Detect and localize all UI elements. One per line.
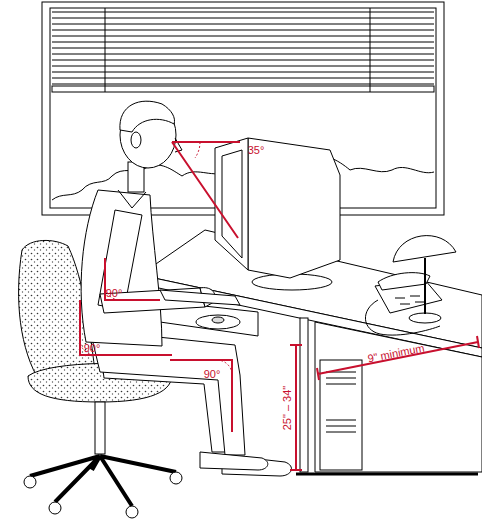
dimension-label: 25" – 34" [281,386,293,431]
monitor [215,138,340,290]
angle-label: 35° [248,144,265,156]
desk-foot [296,473,478,476]
desk-leg [300,318,308,472]
guide-lines [80,142,479,470]
angle-label: 90° [204,368,221,380]
lamp-stem [424,258,426,314]
knee-angle [170,360,232,432]
lamp-shade [393,236,456,262]
chair-base [30,456,176,506]
angle-label: 90° [84,342,101,354]
desk-panel [315,322,482,472]
monitor-screen [222,150,242,258]
caster [49,502,61,514]
hair [120,101,175,132]
monitor-housing [248,138,340,278]
caster [126,506,138,518]
phone-handset [378,273,430,290]
angle-arc [195,142,200,158]
torso [81,190,162,346]
ear [131,132,141,148]
blind-rail [52,86,434,92]
shoe [200,452,268,470]
phone-cord [365,300,440,335]
lamp-base [409,313,441,323]
chair-column [95,402,105,454]
blind-cords [105,8,370,92]
phone-keypad [395,296,425,304]
head [120,102,176,168]
sight-lines [172,142,240,238]
phone-and-lamp [365,236,456,336]
elbow-angle [105,258,160,300]
angle-label: 90° [106,287,123,299]
front-leg [90,330,245,455]
clearance-dimension [317,336,479,380]
person [81,101,291,476]
window-blinds [52,12,434,84]
computer-tower [320,360,362,470]
hip-angle [80,300,172,355]
caster [170,472,182,484]
mouse [212,317,224,323]
mouse-pad [196,315,240,329]
collar [118,190,146,208]
keyboard [160,290,240,305]
tower-vents [326,372,356,432]
monitor-face [215,138,248,270]
caster [24,476,36,488]
